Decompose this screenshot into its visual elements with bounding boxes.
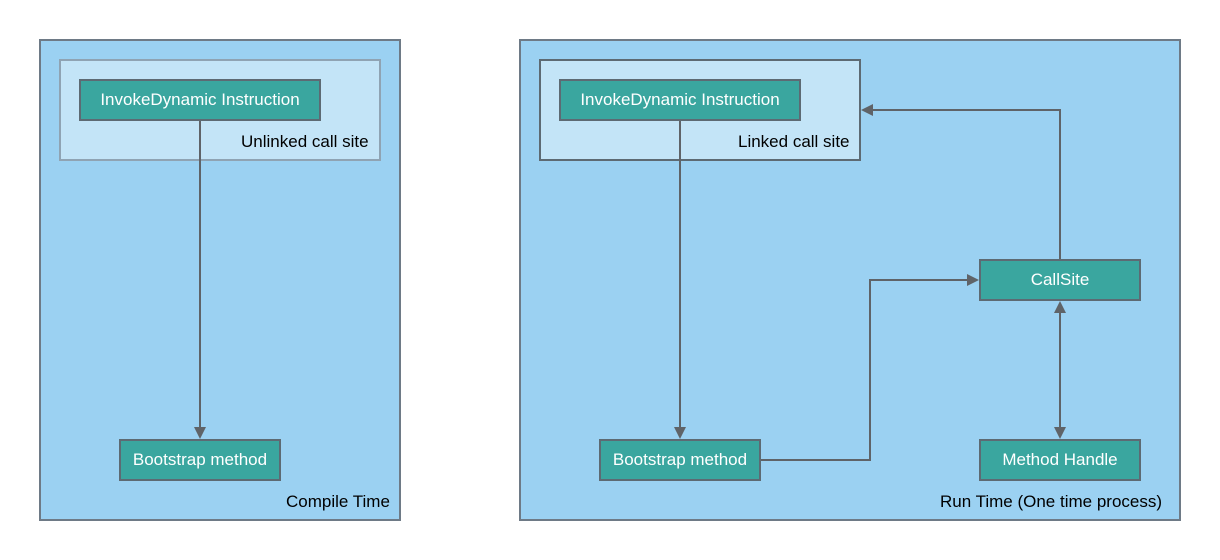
run-time-label: Run Time (One time process)	[940, 492, 1163, 511]
bootstrap-method-node-compile: Bootstrap method	[119, 439, 281, 481]
invokedynamic-instruction-node-compile: InvokeDynamic Instruction	[79, 79, 321, 121]
unlinked-call-site-label: Unlinked call site	[241, 132, 369, 151]
callsite-node: CallSite	[979, 259, 1141, 301]
invokedynamic-instruction-node-runtime: InvokeDynamic Instruction	[559, 79, 801, 121]
method-handle-node: Method Handle	[979, 439, 1141, 481]
compile-time-label: Compile Time	[286, 492, 390, 511]
linked-call-site-label: Linked call site	[738, 132, 850, 151]
bootstrap-method-node-runtime: Bootstrap method	[599, 439, 761, 481]
